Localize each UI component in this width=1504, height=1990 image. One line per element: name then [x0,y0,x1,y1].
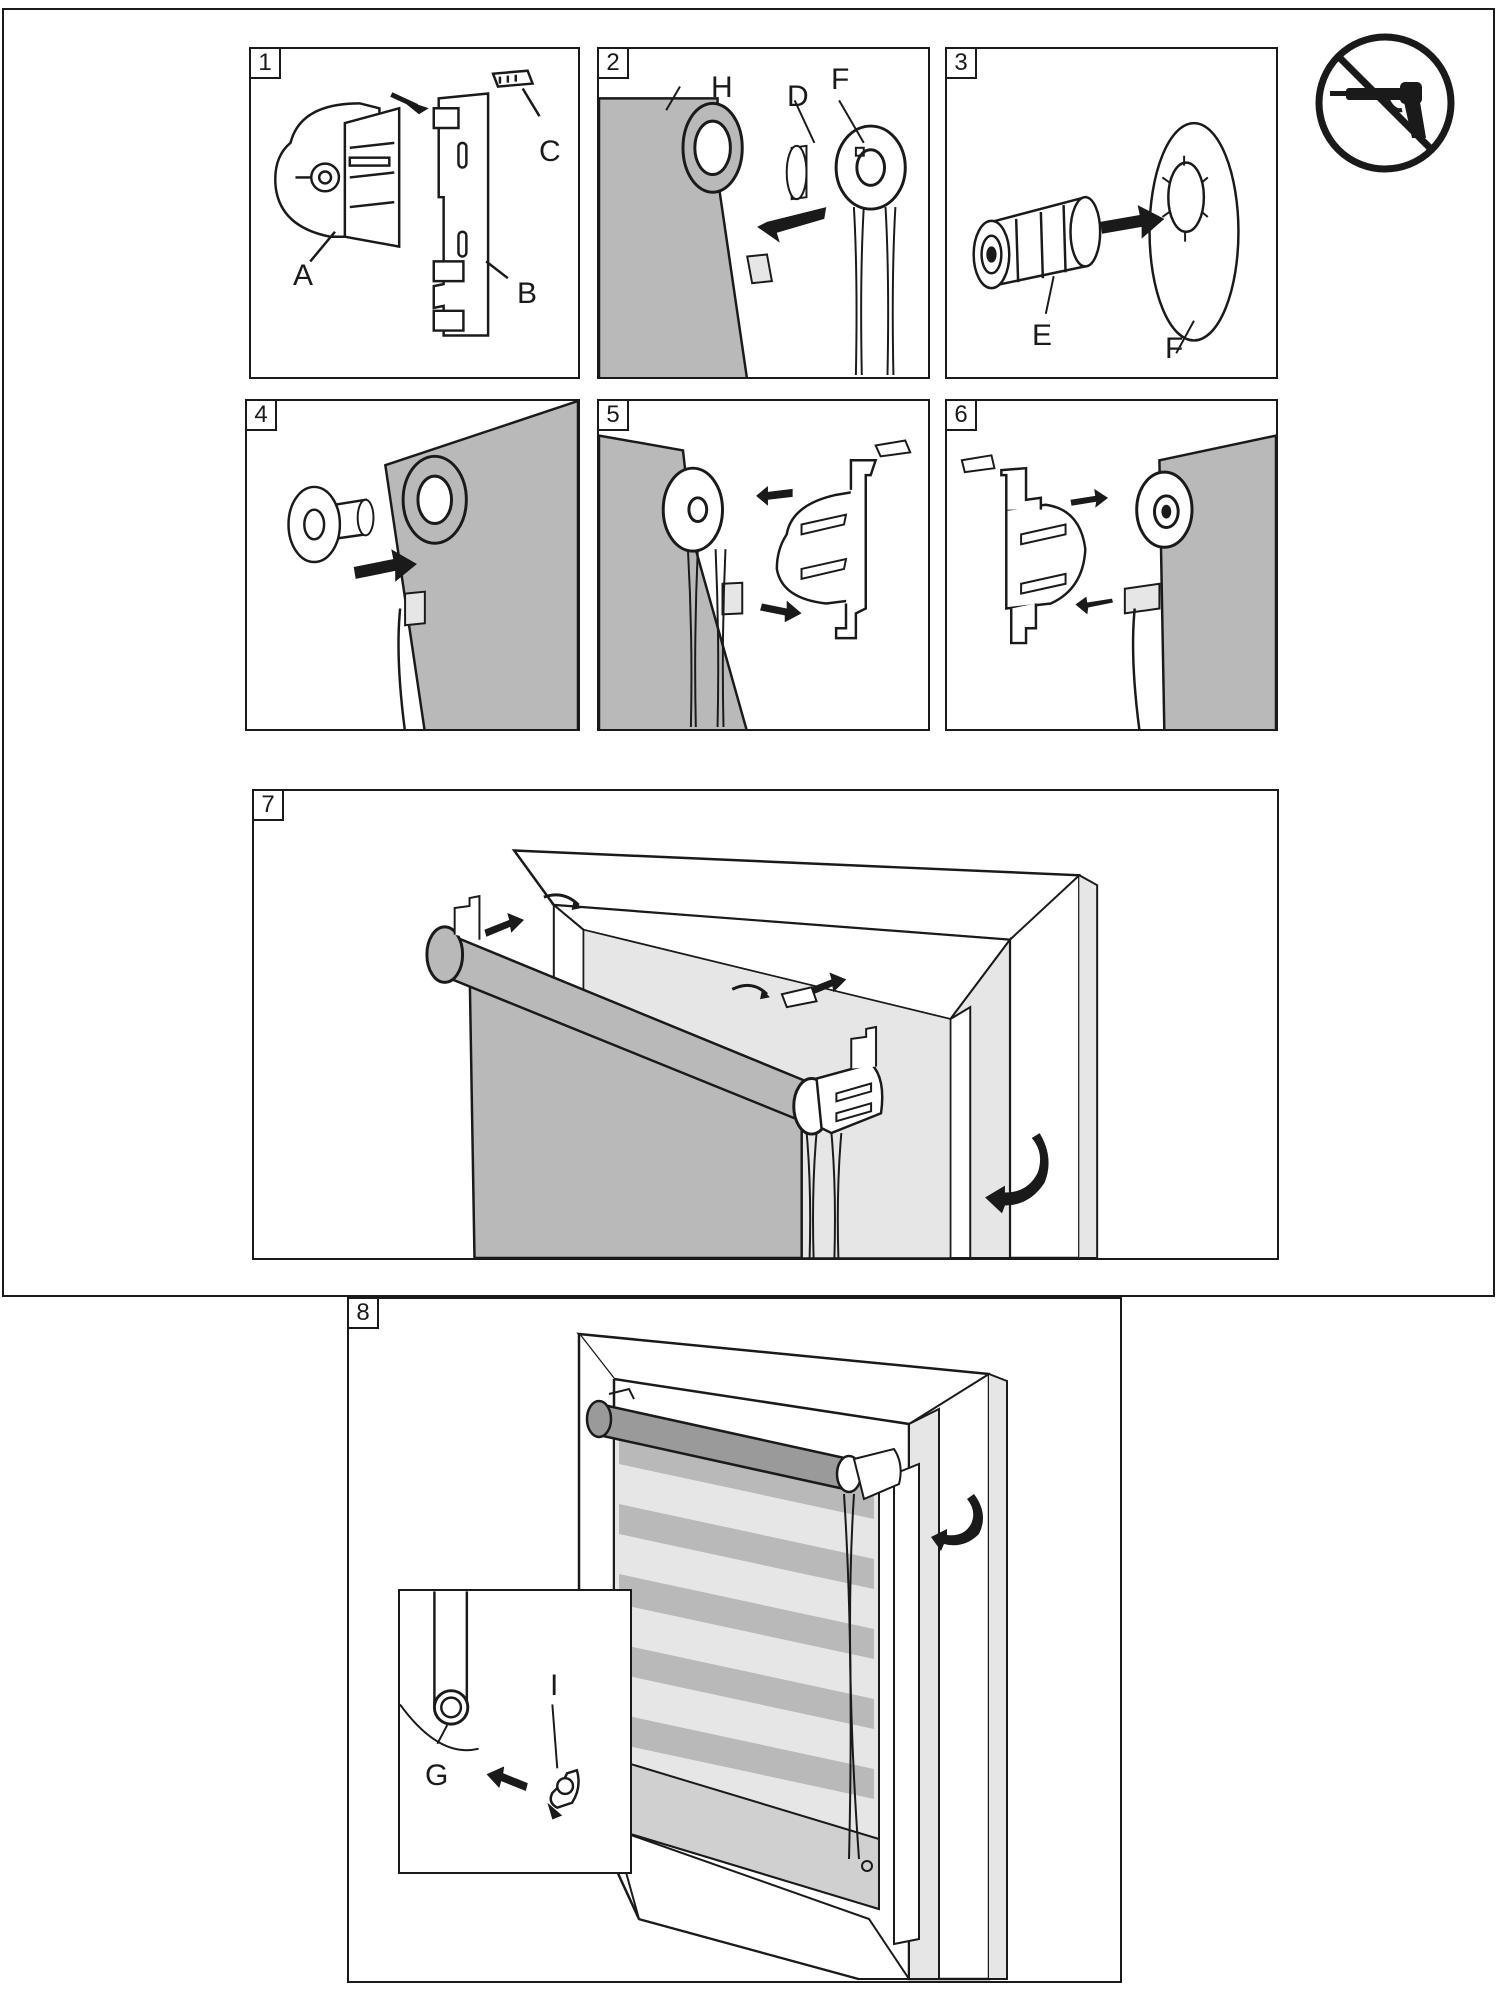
step-number: 7 [254,791,284,821]
step-number: 3 [947,49,977,79]
step-number: 4 [247,401,277,431]
end-cap-insertion-illustration [599,86,907,377]
step-2-panel: 2 H D F [597,47,930,379]
label-i: I [550,1669,559,1702]
step-4-panel: 4 [245,399,580,731]
step-number: 1 [251,49,281,79]
step-number: 2 [599,49,629,79]
bracket-assembly-illustration [274,69,541,337]
step-5-panel: 5 [597,399,930,731]
label-d: D [787,80,809,113]
step-1-panel: 1 A B C [249,47,580,379]
label-b: B [517,277,538,310]
label-c: C [539,135,561,168]
label-f: F [831,63,850,96]
window-frame-mounting-illustration [425,849,1099,1258]
end-plug-assembly-illustration [972,121,1240,354]
label-g: G [425,1759,449,1792]
label-a: A [293,259,314,292]
reverse-mount-illustration [960,434,1276,729]
step-7-panel: 7 [252,789,1279,1260]
step-number: 5 [599,401,629,431]
plug-into-roller-illustration [287,401,578,729]
label-e: E [1032,319,1053,352]
step-number: 6 [947,401,977,431]
roller-to-bracket-illustration [599,434,912,729]
instruction-sheet [2,8,1495,1297]
label-f: F [1165,332,1184,365]
no-glue-gun-icon [1312,30,1458,176]
step-number: 8 [349,1299,379,1329]
step-6-panel: 6 [945,399,1278,731]
detail-inset: G I [398,1589,632,1874]
installed-zebra-blind-illustration [576,1332,1008,1981]
step-8-panel: 8 [347,1297,1122,1983]
end-cap-detail-illustration [400,1591,580,1820]
step-3-panel: 3 E F [945,47,1278,379]
label-h: H [711,71,733,104]
